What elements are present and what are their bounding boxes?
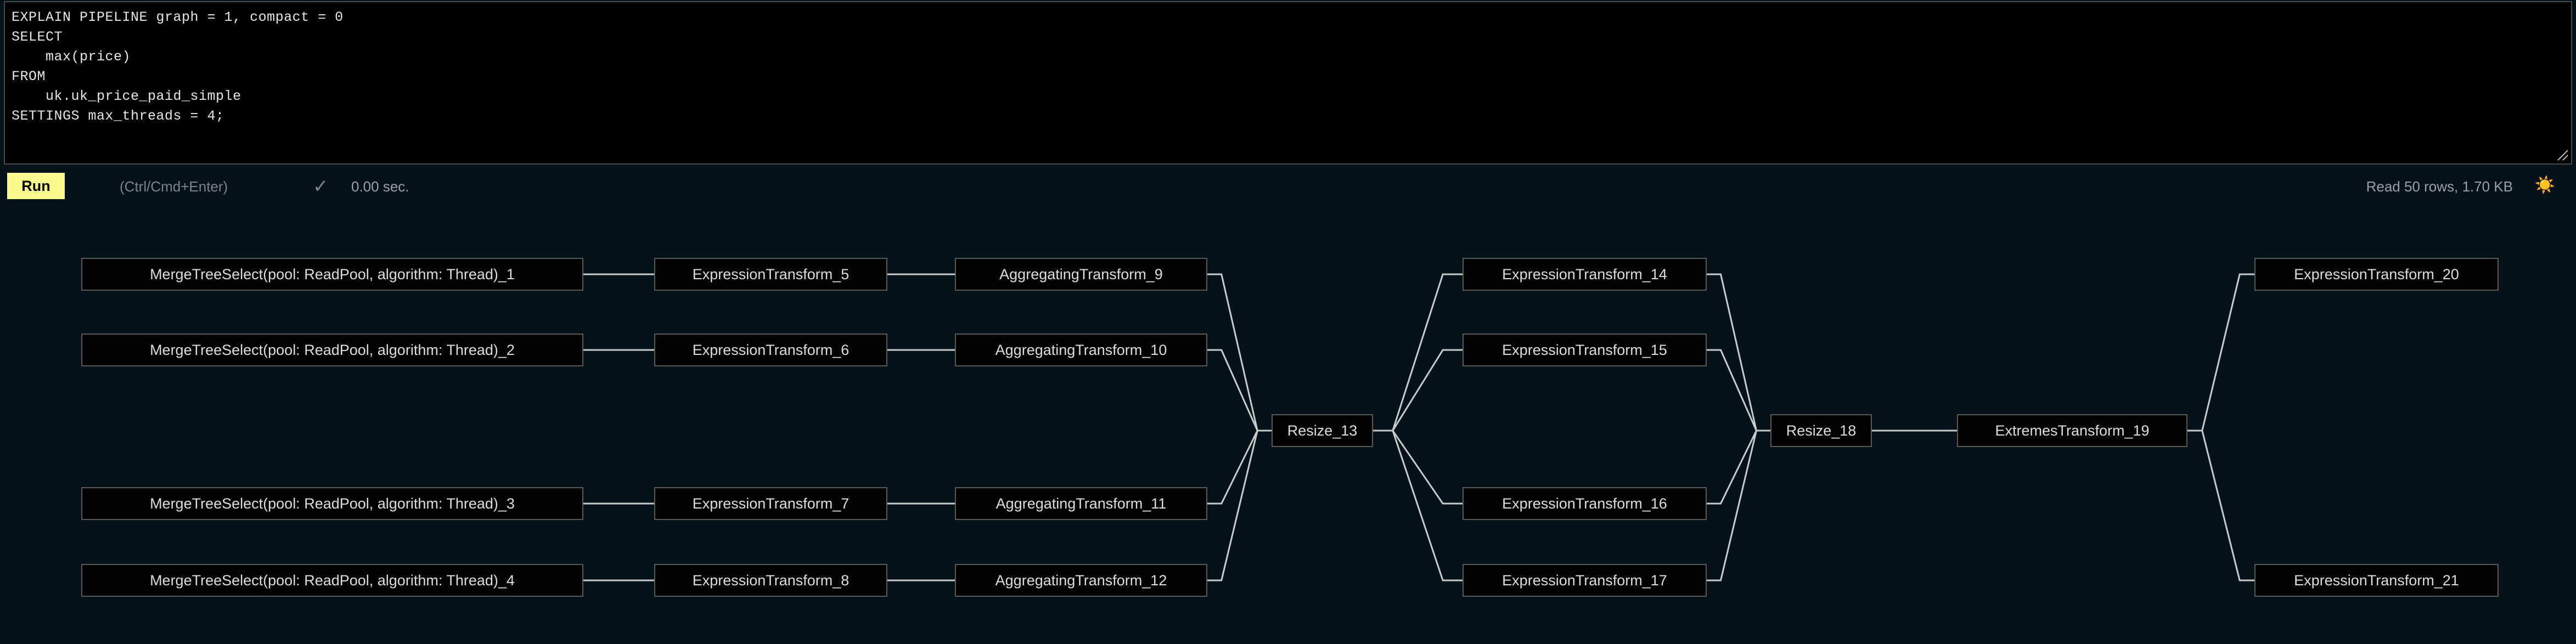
graph-node-n1[interactable]: MergeTreeSelect(pool: ReadPool, algorith… (81, 258, 583, 291)
graph-node-label: Resize_18 (1786, 422, 1857, 439)
graph-edge-n16-n18 (1707, 430, 1770, 505)
graph-edge-n19-n21 (2187, 430, 2254, 581)
graph-node-label: MergeTreeSelect(pool: ReadPool, algorith… (150, 495, 515, 512)
graph-node-label: ExpressionTransform_14 (1502, 265, 1667, 283)
graph-edge-n11-n13 (1207, 430, 1272, 505)
run-button[interactable]: Run (7, 173, 65, 199)
shortcut-hint-label: (Ctrl/Cmd+Enter) (120, 178, 228, 195)
graph-node-label: ExtremesTransform_19 (1995, 422, 2150, 439)
graph-node-n14[interactable]: ExpressionTransform_14 (1463, 258, 1707, 291)
graph-node-label: AggregatingTransform_9 (999, 265, 1163, 283)
graph-edge-n9-n13 (1207, 273, 1272, 432)
graph-node-label: AggregatingTransform_12 (995, 572, 1167, 589)
graph-node-n13[interactable]: Resize_13 (1272, 414, 1373, 447)
graph-node-n6[interactable]: ExpressionTransform_6 (654, 334, 887, 366)
graph-node-n19[interactable]: ExtremesTransform_19 (1957, 414, 2187, 447)
sql-editor-container (4, 1, 2572, 165)
graph-node-label: ExpressionTransform_7 (692, 495, 850, 512)
graph-node-label: MergeTreeSelect(pool: ReadPool, algorith… (150, 265, 515, 283)
elapsed-time-label: 0.00 sec. (351, 178, 409, 195)
pipeline-graph: MergeTreeSelect(pool: ReadPool, algorith… (0, 208, 2576, 644)
success-check-icon: ✓ (313, 176, 329, 197)
graph-node-n8[interactable]: ExpressionTransform_8 (654, 564, 887, 597)
graph-node-n21[interactable]: ExpressionTransform_21 (2254, 564, 2499, 597)
graph-node-label: AggregatingTransform_11 (995, 495, 1167, 512)
graph-edge-n13-n15 (1373, 349, 1463, 432)
graph-node-label: ExpressionTransform_6 (692, 341, 850, 358)
graph-node-n5[interactable]: ExpressionTransform_5 (654, 258, 887, 291)
graph-node-label: ExpressionTransform_5 (692, 265, 850, 283)
pipeline-edges (583, 273, 2254, 581)
graph-node-n15[interactable]: ExpressionTransform_15 (1463, 334, 1707, 366)
graph-edge-n17-n18 (1707, 430, 1770, 581)
graph-node-label: MergeTreeSelect(pool: ReadPool, algorith… (150, 572, 515, 589)
graph-node-label: ExpressionTransform_15 (1502, 341, 1667, 358)
graph-edge-n10-n13 (1207, 349, 1272, 432)
graph-node-n3[interactable]: MergeTreeSelect(pool: ReadPool, algorith… (81, 487, 583, 520)
graph-node-n12[interactable]: AggregatingTransform_12 (955, 564, 1207, 597)
graph-node-label: MergeTreeSelect(pool: ReadPool, algorith… (150, 341, 515, 358)
sun-icon[interactable]: ☀️ (2534, 176, 2555, 194)
graph-node-n17[interactable]: ExpressionTransform_17 (1463, 564, 1707, 597)
read-stats-label: Read 50 rows, 1.70 KB (2366, 178, 2513, 195)
graph-node-label: ExpressionTransform_16 (1502, 495, 1667, 512)
graph-node-label: ExpressionTransform_20 (2294, 265, 2459, 283)
graph-edge-n13-n17 (1373, 430, 1463, 581)
graph-edge-n14-n18 (1707, 273, 1770, 432)
sql-query-input[interactable] (4, 1, 2572, 165)
graph-node-n7[interactable]: ExpressionTransform_7 (654, 487, 887, 520)
graph-node-label: ExpressionTransform_8 (692, 572, 850, 589)
graph-node-n10[interactable]: AggregatingTransform_10 (955, 334, 1207, 366)
graph-edge-n19-n20 (2187, 273, 2254, 432)
graph-node-n9[interactable]: AggregatingTransform_9 (955, 258, 1207, 291)
query-toolbar: Run (Ctrl/Cmd+Enter) ✓ 0.00 sec. Read 50… (0, 165, 2576, 207)
graph-node-n18[interactable]: Resize_18 (1770, 414, 1872, 447)
graph-edge-n15-n18 (1707, 349, 1770, 432)
graph-node-label: AggregatingTransform_10 (995, 341, 1167, 358)
graph-node-n16[interactable]: ExpressionTransform_16 (1463, 487, 1707, 520)
graph-edge-n12-n13 (1207, 430, 1272, 581)
graph-node-n20[interactable]: ExpressionTransform_20 (2254, 258, 2499, 291)
graph-node-n11[interactable]: AggregatingTransform_11 (955, 487, 1207, 520)
graph-edge-n13-n16 (1373, 430, 1463, 505)
graph-node-label: ExpressionTransform_17 (1502, 572, 1667, 589)
graph-edge-n13-n14 (1373, 273, 1463, 432)
graph-node-label: Resize_13 (1287, 422, 1358, 439)
graph-node-n4[interactable]: MergeTreeSelect(pool: ReadPool, algorith… (81, 564, 583, 597)
graph-node-label: ExpressionTransform_21 (2294, 572, 2459, 589)
graph-node-n2[interactable]: MergeTreeSelect(pool: ReadPool, algorith… (81, 334, 583, 366)
